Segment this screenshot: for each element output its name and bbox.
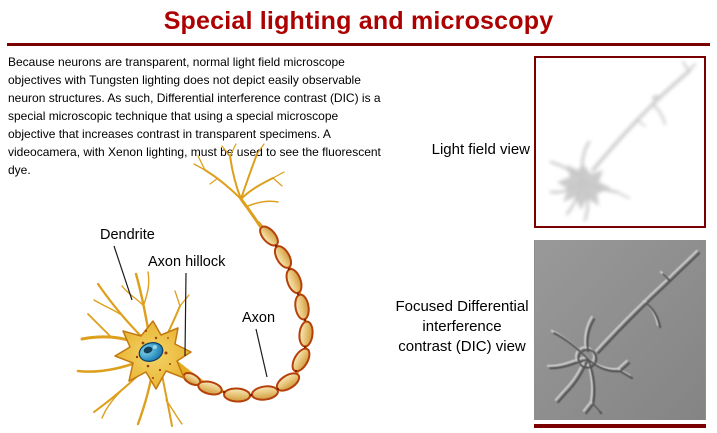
nucleus-highlight <box>153 345 157 349</box>
neuron-illustration <box>76 143 314 427</box>
light-field-caption: Light field view <box>431 141 530 158</box>
axon-label: Axon <box>242 310 276 326</box>
light-field-panel <box>534 56 706 228</box>
myelin-sheath <box>182 225 314 403</box>
label-leader-lines <box>113 245 268 378</box>
intro-paragraph: Because neurons are transparent, normal … <box>8 55 381 177</box>
myelin-dots <box>222 244 307 397</box>
dendrite-leader-line <box>113 245 133 301</box>
axon-leader-line <box>255 328 268 378</box>
soma-speckles <box>135 330 171 379</box>
dic-caption-line: contrast (DIC) view <box>398 338 526 355</box>
axon-underlay <box>172 221 308 398</box>
dic-micrograph <box>535 240 705 420</box>
terminal-branches <box>193 143 285 228</box>
axon-hillock-leader-line <box>184 272 187 357</box>
dic-caption: Focused Differential interference contra… <box>393 297 531 357</box>
light-field-micrograph <box>549 61 696 222</box>
dic-caption-line: interference <box>422 318 502 335</box>
page-title: Special lighting and microscopy <box>163 7 554 35</box>
axon-hillock-label: Axon hillock <box>148 254 226 270</box>
bottom-divider <box>534 424 706 428</box>
dic-panel <box>534 240 706 420</box>
dic-caption-line: Focused Differential <box>395 298 529 315</box>
soma <box>114 320 192 390</box>
dendrite-label: Dendrite <box>100 227 155 243</box>
title-divider <box>7 43 710 46</box>
nucleolus <box>143 346 153 354</box>
